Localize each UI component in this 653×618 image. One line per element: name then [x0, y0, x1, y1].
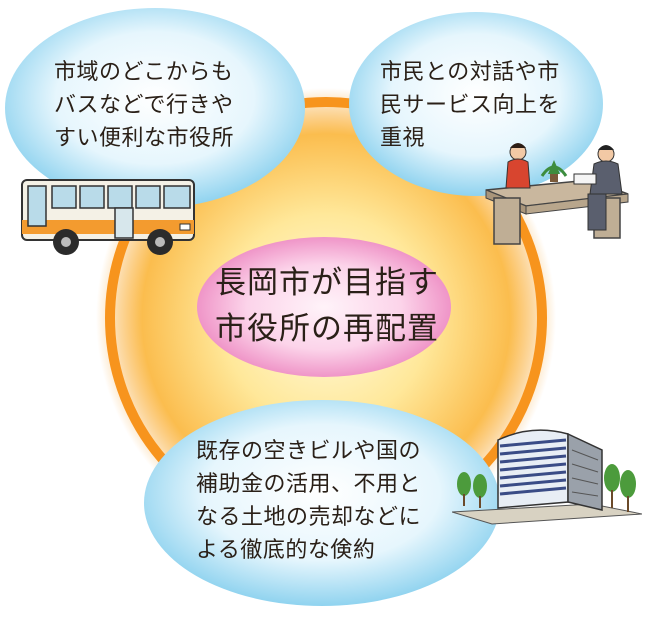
bubble-bottom-line-2: 補助金の活用、不用と — [196, 472, 422, 497]
center-title-line-1: 長岡市が目指す — [215, 265, 439, 301]
center-title: 長岡市が目指す 市役所の再配置 — [215, 260, 439, 352]
bubble-top-right — [349, 12, 603, 196]
bubble-top-left-line-3: すい便利な市役所 — [54, 126, 235, 151]
center-title-line-2: 市役所の再配置 — [215, 311, 439, 347]
bubble-top-right-line-1: 市民との対話や市 — [380, 60, 560, 85]
bubble-top-left-text: 市域のどこからも バスなどで行きや すい便利な市役所 — [54, 56, 234, 155]
bubble-top-right-line-2: 民サービス向上を — [380, 93, 561, 118]
building-icon — [452, 429, 642, 525]
bus-icon — [21, 179, 195, 255]
bubble-top-left-line-1: 市域のどこからも — [54, 60, 234, 85]
bubble-top-left-line-2: バスなどで行きや — [54, 93, 234, 118]
office-consultation-icon — [485, 143, 629, 245]
bubble-bottom-line-4: よる徹底的な倹約 — [196, 538, 376, 563]
bubble-bottom-line-1: 既存の空きビルや国の — [196, 439, 422, 464]
bubble-bottom — [144, 400, 500, 606]
bubble-top-right-text: 市民との対話や市 民サービス向上を 重視 — [380, 56, 560, 155]
bubble-top-left — [5, 8, 305, 208]
center-oval — [197, 237, 451, 377]
bubble-top-right-line-3: 重視 — [380, 126, 426, 151]
bubble-bottom-line-3: なる土地の売却などに — [196, 505, 422, 530]
bubble-bottom-text: 既存の空きビルや国の 補助金の活用、不用と なる土地の売却などに よる徹底的な倹… — [196, 435, 421, 567]
